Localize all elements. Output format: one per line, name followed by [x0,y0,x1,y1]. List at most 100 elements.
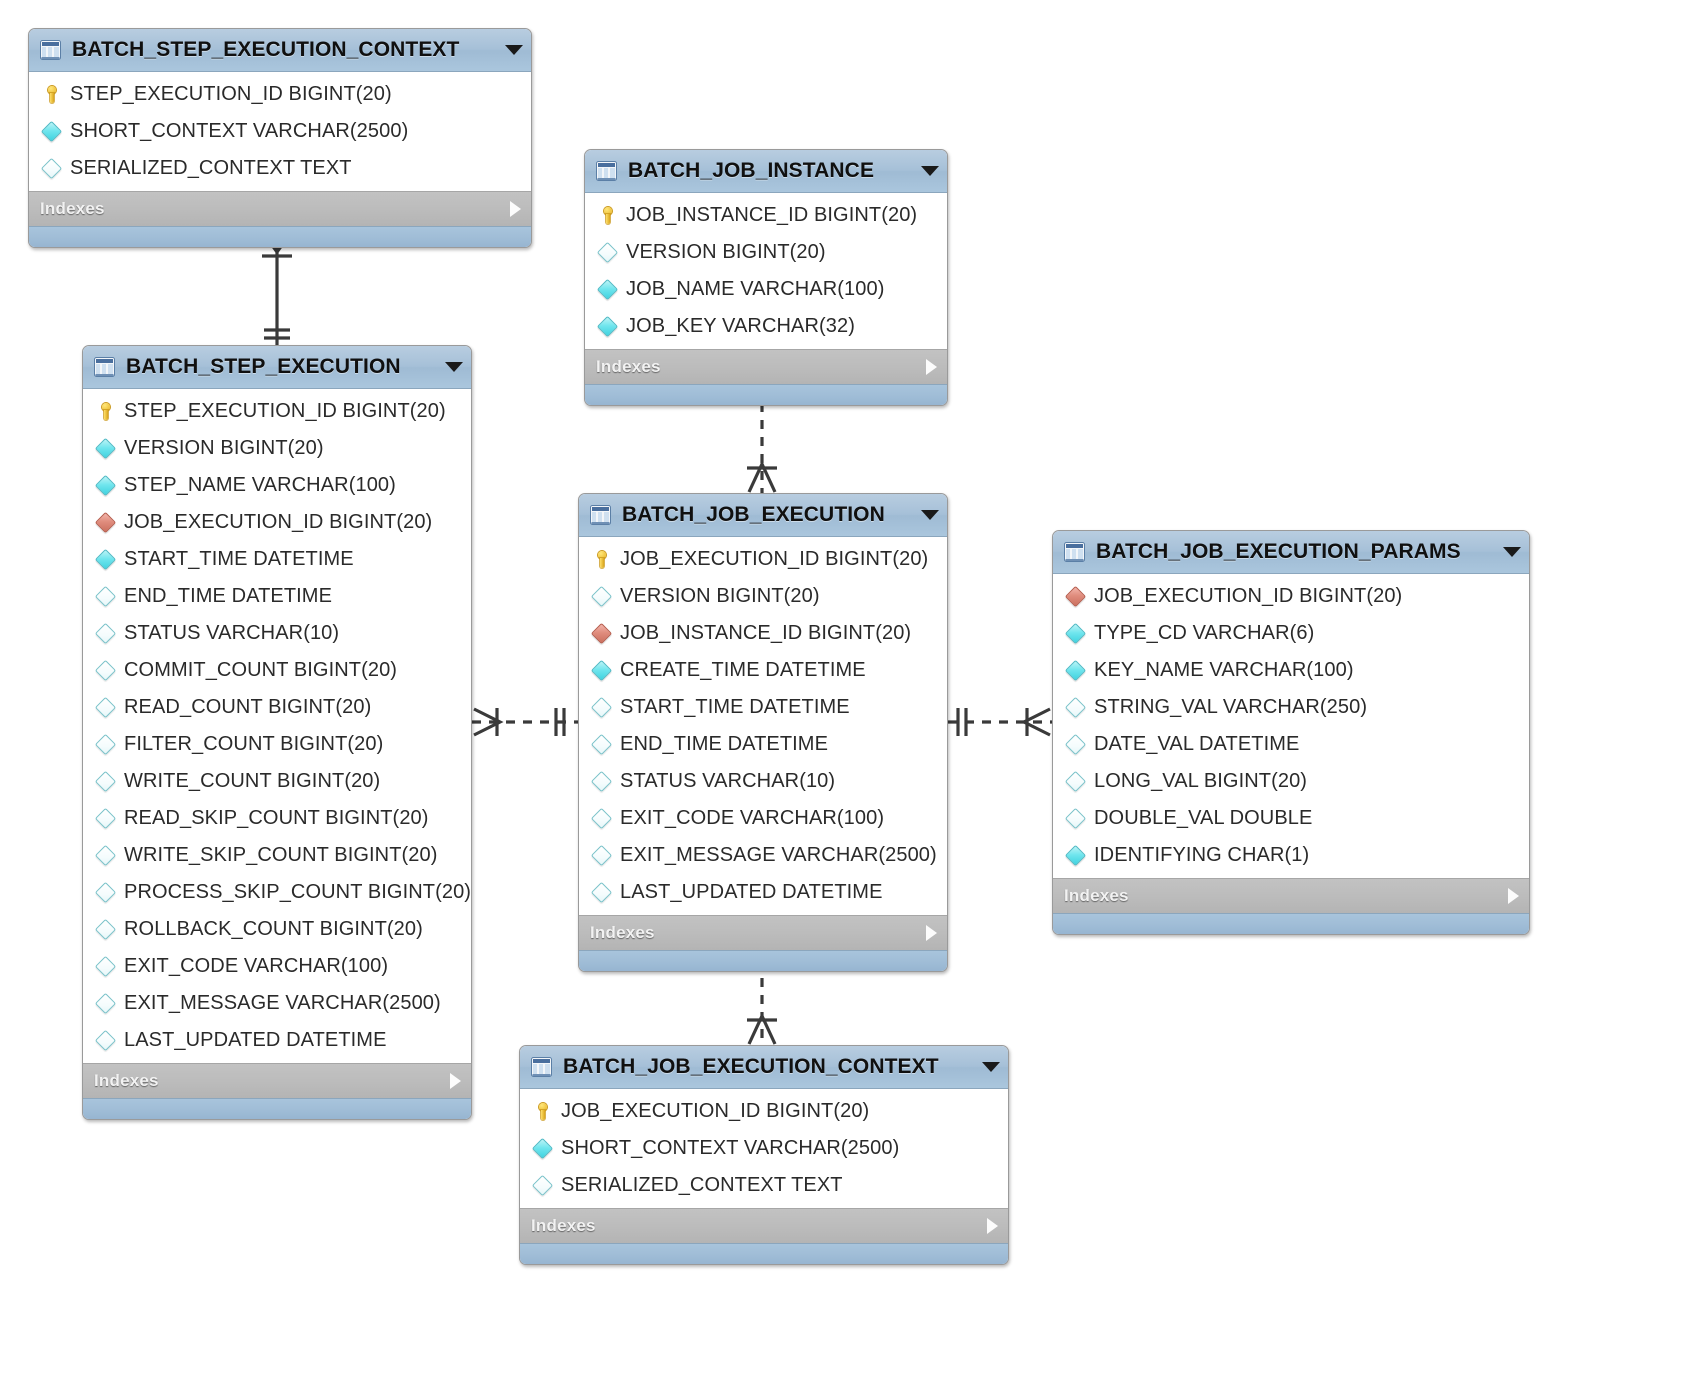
column-label: KEY_NAME VARCHAR(100) [1094,659,1354,681]
column-row[interactable]: JOB_EXECUTION_ID BIGINT(20) [1053,578,1529,615]
column-row[interactable]: VERSION BIGINT(20) [585,234,947,271]
column-row[interactable]: START_TIME DATETIME [83,541,471,578]
column-row[interactable]: STEP_EXECUTION_ID BIGINT(20) [83,393,471,430]
column-row[interactable]: SERIALIZED_CONTEXT TEXT [29,150,531,187]
column-row[interactable]: JOB_INSTANCE_ID BIGINT(20) [579,615,947,652]
indexes-section-batch_job_execution[interactable]: Indexes [579,915,947,950]
not-null-diamond-icon [1064,622,1087,645]
nullable-diamond-icon [94,622,117,645]
indexes-section-batch_job_execution_context[interactable]: Indexes [520,1208,1008,1243]
column-row[interactable]: SERIALIZED_CONTEXT TEXT [520,1167,1008,1204]
column-row[interactable]: SHORT_CONTEXT VARCHAR(2500) [520,1130,1008,1167]
table-header-batch_job_execution_context[interactable]: BATCH_JOB_EXECUTION_CONTEXT [520,1046,1008,1089]
column-label: DATE_VAL DATETIME [1094,733,1300,755]
column-row[interactable]: STEP_EXECUTION_ID BIGINT(20) [29,76,531,113]
column-row[interactable]: IDENTIFYING CHAR(1) [1053,837,1529,874]
column-row[interactable]: JOB_EXECUTION_ID BIGINT(20) [520,1093,1008,1130]
indexes-section-batch_job_execution_params[interactable]: Indexes [1053,878,1529,913]
column-row[interactable]: SHORT_CONTEXT VARCHAR(2500) [29,113,531,150]
nullable-diamond-icon [94,696,117,719]
column-row[interactable]: VERSION BIGINT(20) [579,578,947,615]
column-row[interactable]: KEY_NAME VARCHAR(100) [1053,652,1529,689]
column-row[interactable]: JOB_NAME VARCHAR(100) [585,271,947,308]
table-box-batch_job_execution_params[interactable]: BATCH_JOB_EXECUTION_PARAMS JOB_EXECUTION_… [1052,530,1530,935]
column-row[interactable]: FILTER_COUNT BIGINT(20) [83,726,471,763]
table-header-batch_job_execution_params[interactable]: BATCH_JOB_EXECUTION_PARAMS [1053,531,1529,574]
column-label: SERIALIZED_CONTEXT TEXT [70,157,352,179]
column-row[interactable]: WRITE_SKIP_COUNT BIGINT(20) [83,837,471,874]
column-label: LAST_UPDATED DATETIME [620,881,883,903]
expand-right-arrow-icon[interactable] [510,201,521,217]
column-row[interactable]: END_TIME DATETIME [83,578,471,615]
column-row[interactable]: READ_COUNT BIGINT(20) [83,689,471,726]
table-icon [590,505,611,525]
column-row[interactable]: EXIT_MESSAGE VARCHAR(2500) [83,985,471,1022]
indexes-section-batch_step_execution[interactable]: Indexes [83,1063,471,1098]
nullable-diamond-icon [1064,733,1087,756]
expand-right-arrow-icon[interactable] [926,925,937,941]
column-row[interactable]: END_TIME DATETIME [579,726,947,763]
column-row[interactable]: CREATE_TIME DATETIME [579,652,947,689]
column-label: JOB_EXECUTION_ID BIGINT(20) [561,1100,870,1122]
not-null-diamond-icon [40,120,63,143]
chevron-down-icon[interactable] [1503,547,1521,557]
column-row[interactable]: STRING_VAL VARCHAR(250) [1053,689,1529,726]
column-row[interactable]: READ_SKIP_COUNT BIGINT(20) [83,800,471,837]
table-header-batch_job_execution[interactable]: BATCH_JOB_EXECUTION [579,494,947,537]
column-row[interactable]: JOB_KEY VARCHAR(32) [585,308,947,345]
column-row[interactable]: JOB_INSTANCE_ID BIGINT(20) [585,197,947,234]
column-row[interactable]: PROCESS_SKIP_COUNT BIGINT(20) [83,874,471,911]
foreign-key-diamond-icon [94,511,117,534]
column-row[interactable]: START_TIME DATETIME [579,689,947,726]
nullable-diamond-icon [1064,770,1087,793]
chevron-down-icon[interactable] [445,362,463,372]
column-label: JOB_KEY VARCHAR(32) [626,315,856,337]
indexes-section-batch_job_instance[interactable]: Indexes [585,349,947,384]
chevron-down-icon[interactable] [921,166,939,176]
column-label: STEP_EXECUTION_ID BIGINT(20) [70,83,392,105]
table-box-batch_job_execution[interactable]: BATCH_JOB_EXECUTION JOB_EXECUTION_ID BIGI… [578,493,948,972]
expand-right-arrow-icon[interactable] [987,1218,998,1234]
column-label: SHORT_CONTEXT VARCHAR(2500) [70,120,409,142]
crowsfoot [747,460,777,493]
expand-right-arrow-icon[interactable] [1508,888,1519,904]
column-row[interactable]: ROLLBACK_COUNT BIGINT(20) [83,911,471,948]
table-box-batch_step_execution_context[interactable]: BATCH_STEP_EXECUTION_CONTEXT STEP_EXECUTI… [28,28,532,248]
column-row[interactable]: LAST_UPDATED DATETIME [579,874,947,911]
table-header-batch_job_instance[interactable]: BATCH_JOB_INSTANCE [585,150,947,193]
table-box-batch_job_execution_context[interactable]: BATCH_JOB_EXECUTION_CONTEXT JOB_EXECUTION… [519,1045,1009,1265]
column-row[interactable]: LAST_UPDATED DATETIME [83,1022,471,1059]
column-row[interactable]: TYPE_CD VARCHAR(6) [1053,615,1529,652]
table-box-batch_job_instance[interactable]: BATCH_JOB_INSTANCE JOB_INSTANCE_ID BIGINT… [584,149,948,406]
column-row[interactable]: DATE_VAL DATETIME [1053,726,1529,763]
column-row[interactable]: EXIT_CODE VARCHAR(100) [579,800,947,837]
column-row[interactable]: JOB_EXECUTION_ID BIGINT(20) [579,541,947,578]
column-row[interactable]: DOUBLE_VAL DOUBLE [1053,800,1529,837]
column-row[interactable]: EXIT_MESSAGE VARCHAR(2500) [579,837,947,874]
column-row[interactable]: COMMIT_COUNT BIGINT(20) [83,652,471,689]
table-header-batch_step_execution_context[interactable]: BATCH_STEP_EXECUTION_CONTEXT [29,29,531,72]
column-row[interactable]: LONG_VAL BIGINT(20) [1053,763,1529,800]
column-label: LAST_UPDATED DATETIME [124,1029,387,1051]
table-name: BATCH_STEP_EXECUTION [126,355,401,378]
chevron-down-icon[interactable] [505,45,523,55]
chevron-down-icon[interactable] [921,510,939,520]
indexes-section-batch_step_execution_context[interactable]: Indexes [29,191,531,226]
table-name: BATCH_STEP_EXECUTION_CONTEXT [72,38,460,61]
column-row[interactable]: WRITE_COUNT BIGINT(20) [83,763,471,800]
table-box-batch_step_execution[interactable]: BATCH_STEP_EXECUTION STEP_EXECUTION_ID BI… [82,345,472,1120]
column-row[interactable]: JOB_EXECUTION_ID BIGINT(20) [83,504,471,541]
expand-right-arrow-icon[interactable] [450,1073,461,1089]
table-name: BATCH_JOB_EXECUTION [622,503,885,526]
expand-right-arrow-icon[interactable] [926,359,937,375]
chevron-down-icon[interactable] [982,1062,1000,1072]
table-header-batch_step_execution[interactable]: BATCH_STEP_EXECUTION [83,346,471,389]
table-name: BATCH_JOB_EXECUTION_CONTEXT [563,1055,939,1078]
column-label: SERIALIZED_CONTEXT TEXT [561,1174,843,1196]
column-row[interactable]: STATUS VARCHAR(10) [83,615,471,652]
column-row[interactable]: EXIT_CODE VARCHAR(100) [83,948,471,985]
indexes-label: Indexes [1064,886,1129,905]
column-row[interactable]: VERSION BIGINT(20) [83,430,471,467]
column-row[interactable]: STATUS VARCHAR(10) [579,763,947,800]
column-row[interactable]: STEP_NAME VARCHAR(100) [83,467,471,504]
